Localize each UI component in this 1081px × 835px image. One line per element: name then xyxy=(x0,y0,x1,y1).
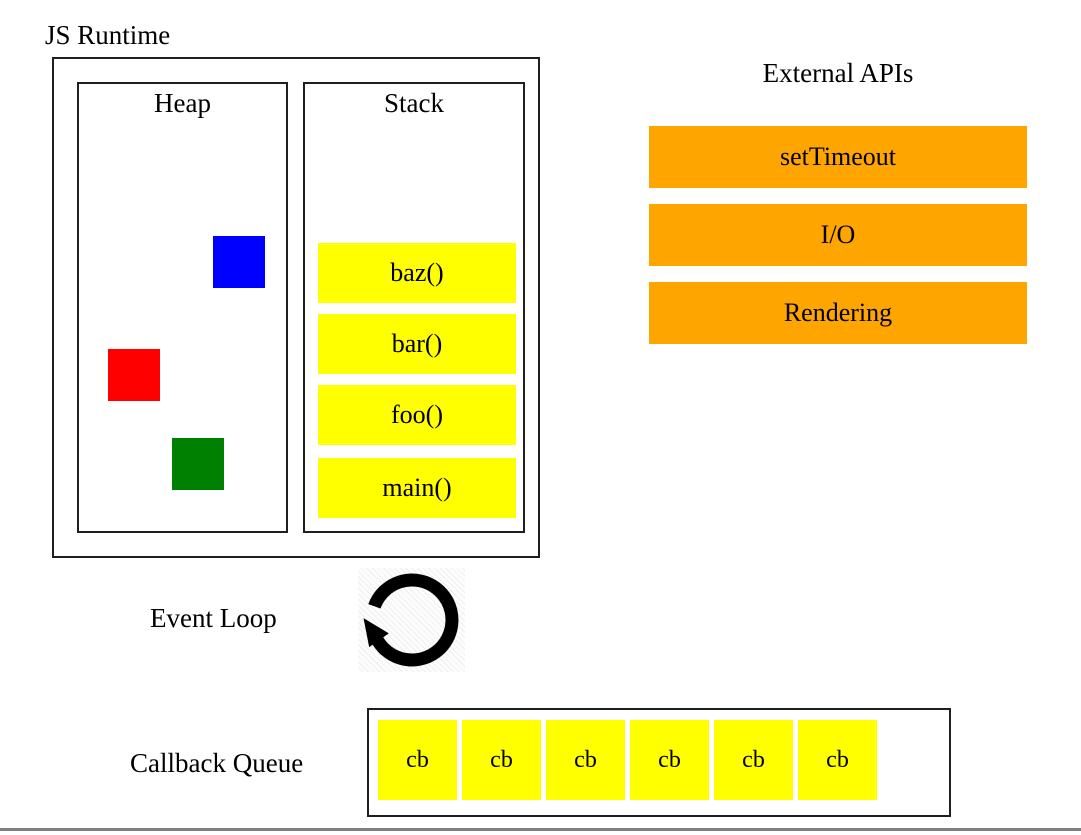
callback-item: cb xyxy=(798,720,877,800)
stack-label: Stack xyxy=(384,88,444,118)
event-loop-icon xyxy=(358,568,465,672)
heap-object-red xyxy=(108,349,160,401)
stack-frame-baz: baz() xyxy=(318,243,516,303)
callback-item: cb xyxy=(546,720,625,800)
callback-item: cb xyxy=(714,720,793,800)
external-apis-title: External APIs xyxy=(762,58,914,88)
stack-frame-main: main() xyxy=(318,458,516,518)
api-box-rendering: Rendering xyxy=(649,282,1027,344)
callback-queue-label: Callback Queue xyxy=(130,748,304,778)
heap-object-blue xyxy=(213,236,265,288)
stack-frame-bar: bar() xyxy=(318,314,516,374)
bottom-divider xyxy=(0,828,1081,831)
js-runtime-title: JS Runtime xyxy=(45,20,171,50)
callback-item: cb xyxy=(378,720,457,800)
heap-object-green xyxy=(172,438,224,490)
api-box-io: I/O xyxy=(649,204,1027,266)
callback-item: cb xyxy=(630,720,709,800)
callback-queue-box: cb cb cb cb cb cb xyxy=(367,708,951,817)
heap-label: Heap xyxy=(154,88,211,118)
stack-frame-foo: foo() xyxy=(318,385,516,445)
callback-item: cb xyxy=(462,720,541,800)
event-loop-label: Event Loop xyxy=(150,603,277,633)
api-box-settimeout: setTimeout xyxy=(649,126,1027,188)
heap-box: Heap xyxy=(77,82,288,533)
stack-box: Stack baz() bar() foo() main() xyxy=(303,82,525,533)
js-runtime-box: Heap Stack baz() bar() foo() main() xyxy=(52,57,540,558)
